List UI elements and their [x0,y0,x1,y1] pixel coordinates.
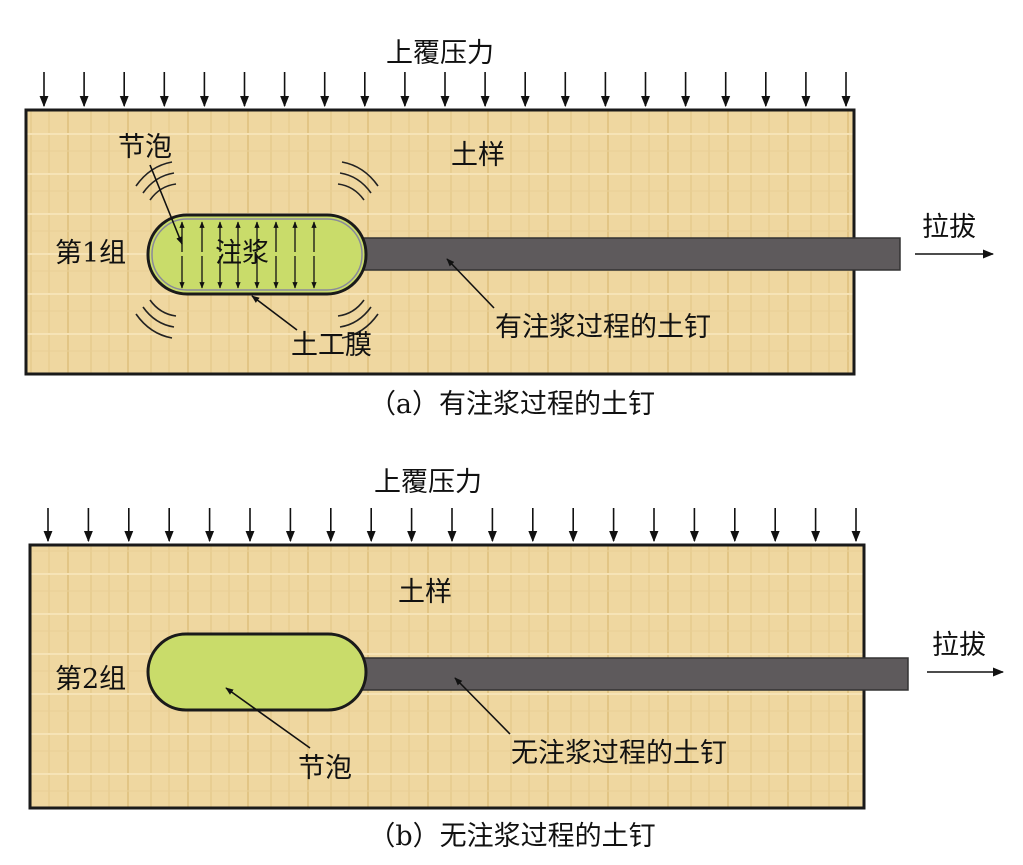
pullout-label-a: 拉拔 [922,212,976,243]
group-label-b: 第2组 [55,664,126,695]
overburden-pressure-label-b: 上覆压力 [374,467,482,498]
overburden-pressure-arrows-b [43,508,861,543]
panel-a: 上覆压力 土样 第1组 节泡 注浆 土工 [24,38,995,420]
pullout-label-b: 拉拔 [932,630,986,661]
soil-sample-label-a: 土样 [451,140,505,171]
nail-leader-line-a [446,258,495,309]
membrane-leader-line [251,295,298,331]
panel-b: 上覆压力 土样 第2组 节泡 无注浆过程的土钉 拉拔 （b）无注浆过程的土钉 [28,467,1005,852]
nail-bulb-b [146,632,368,712]
soil-sample-label-b: 土样 [398,577,452,608]
bulb-label-b: 节泡 [298,753,352,784]
overburden-pressure-arrows-a [39,72,851,108]
group-label-a: 第1组 [55,238,126,269]
expansion-wave-arcs [135,161,379,339]
bulb-leader-line-b [225,687,311,749]
soil-nail-label-b: 无注浆过程的土钉 [511,738,727,769]
geotextile-membrane-label: 土工膜 [291,330,372,361]
soil-nail-bar-b [359,657,909,691]
soil-nail-label-a: 有注浆过程的土钉 [495,312,711,343]
bulb-leader-line-a [149,164,183,245]
bulb-label-a: 节泡 [118,132,172,163]
caption-b: （b）无注浆过程的土钉 [368,821,655,852]
soil-nail-bar-a [359,237,901,271]
caption-a: （a）有注浆过程的土钉 [369,389,655,420]
grout-label: 注浆 [215,238,269,269]
geotextile-membrane [151,218,363,291]
nail-leader-line-b [454,677,511,735]
overburden-pressure-label-a: 上覆压力 [386,38,494,69]
